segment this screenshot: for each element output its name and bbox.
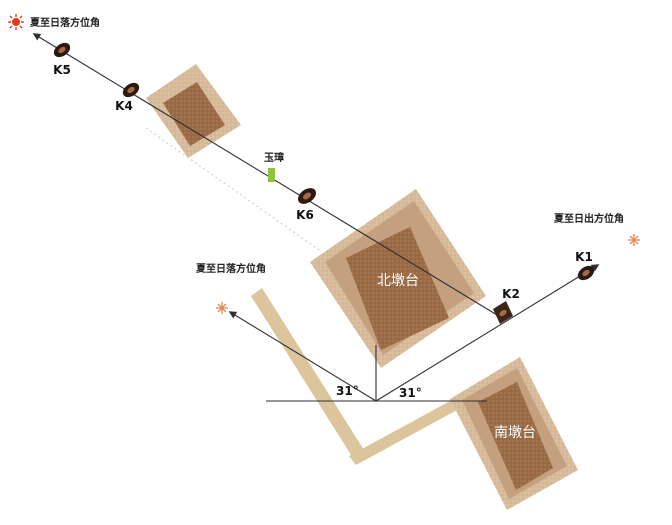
sun-sunrise-icon <box>628 234 640 246</box>
marker-k1-label: K1 <box>575 250 593 264</box>
jade-zhang: 玉璋 <box>264 151 284 182</box>
sunrise-label: 夏至日出方位角 <box>553 212 624 225</box>
marker-k2-label: K2 <box>502 287 520 301</box>
sunset-label-mid: 夏至日落方位角 <box>195 262 266 275</box>
south-platform: 南墩台 <box>450 357 578 510</box>
angle-right-label: 31° <box>399 386 422 400</box>
north-platform-label: 北墩台 <box>377 273 419 289</box>
marker-k5-label: K5 <box>53 63 71 77</box>
marker-k6-label: K6 <box>296 208 314 222</box>
marker-k2: K2 <box>493 287 520 324</box>
marker-k5: K5 <box>53 42 71 77</box>
dotted-guide-line <box>145 127 323 253</box>
north-platform: 北墩台 <box>310 189 486 368</box>
upper-platform <box>146 64 241 158</box>
jade-zhang-marker <box>268 168 275 182</box>
sun-red-icon <box>8 14 24 30</box>
marker-k4-label: K4 <box>115 99 133 113</box>
jade-zhang-label: 玉璋 <box>264 151 284 164</box>
sun-mid-icon <box>216 302 228 314</box>
marker-k6: K6 <box>296 188 317 222</box>
sunrise-sightline <box>375 264 600 402</box>
angle-left-label: 31° <box>336 384 359 398</box>
marker-k4: K4 <box>115 82 140 113</box>
marker-k1: K1 <box>575 250 595 281</box>
wall-segment-vertical <box>251 288 364 458</box>
sight-lines <box>32 33 600 402</box>
south-platform-label: 南墩台 <box>494 425 536 441</box>
sunset-label-top: 夏至日落方位角 <box>29 16 100 29</box>
sunset-sightline-mid <box>228 311 377 402</box>
